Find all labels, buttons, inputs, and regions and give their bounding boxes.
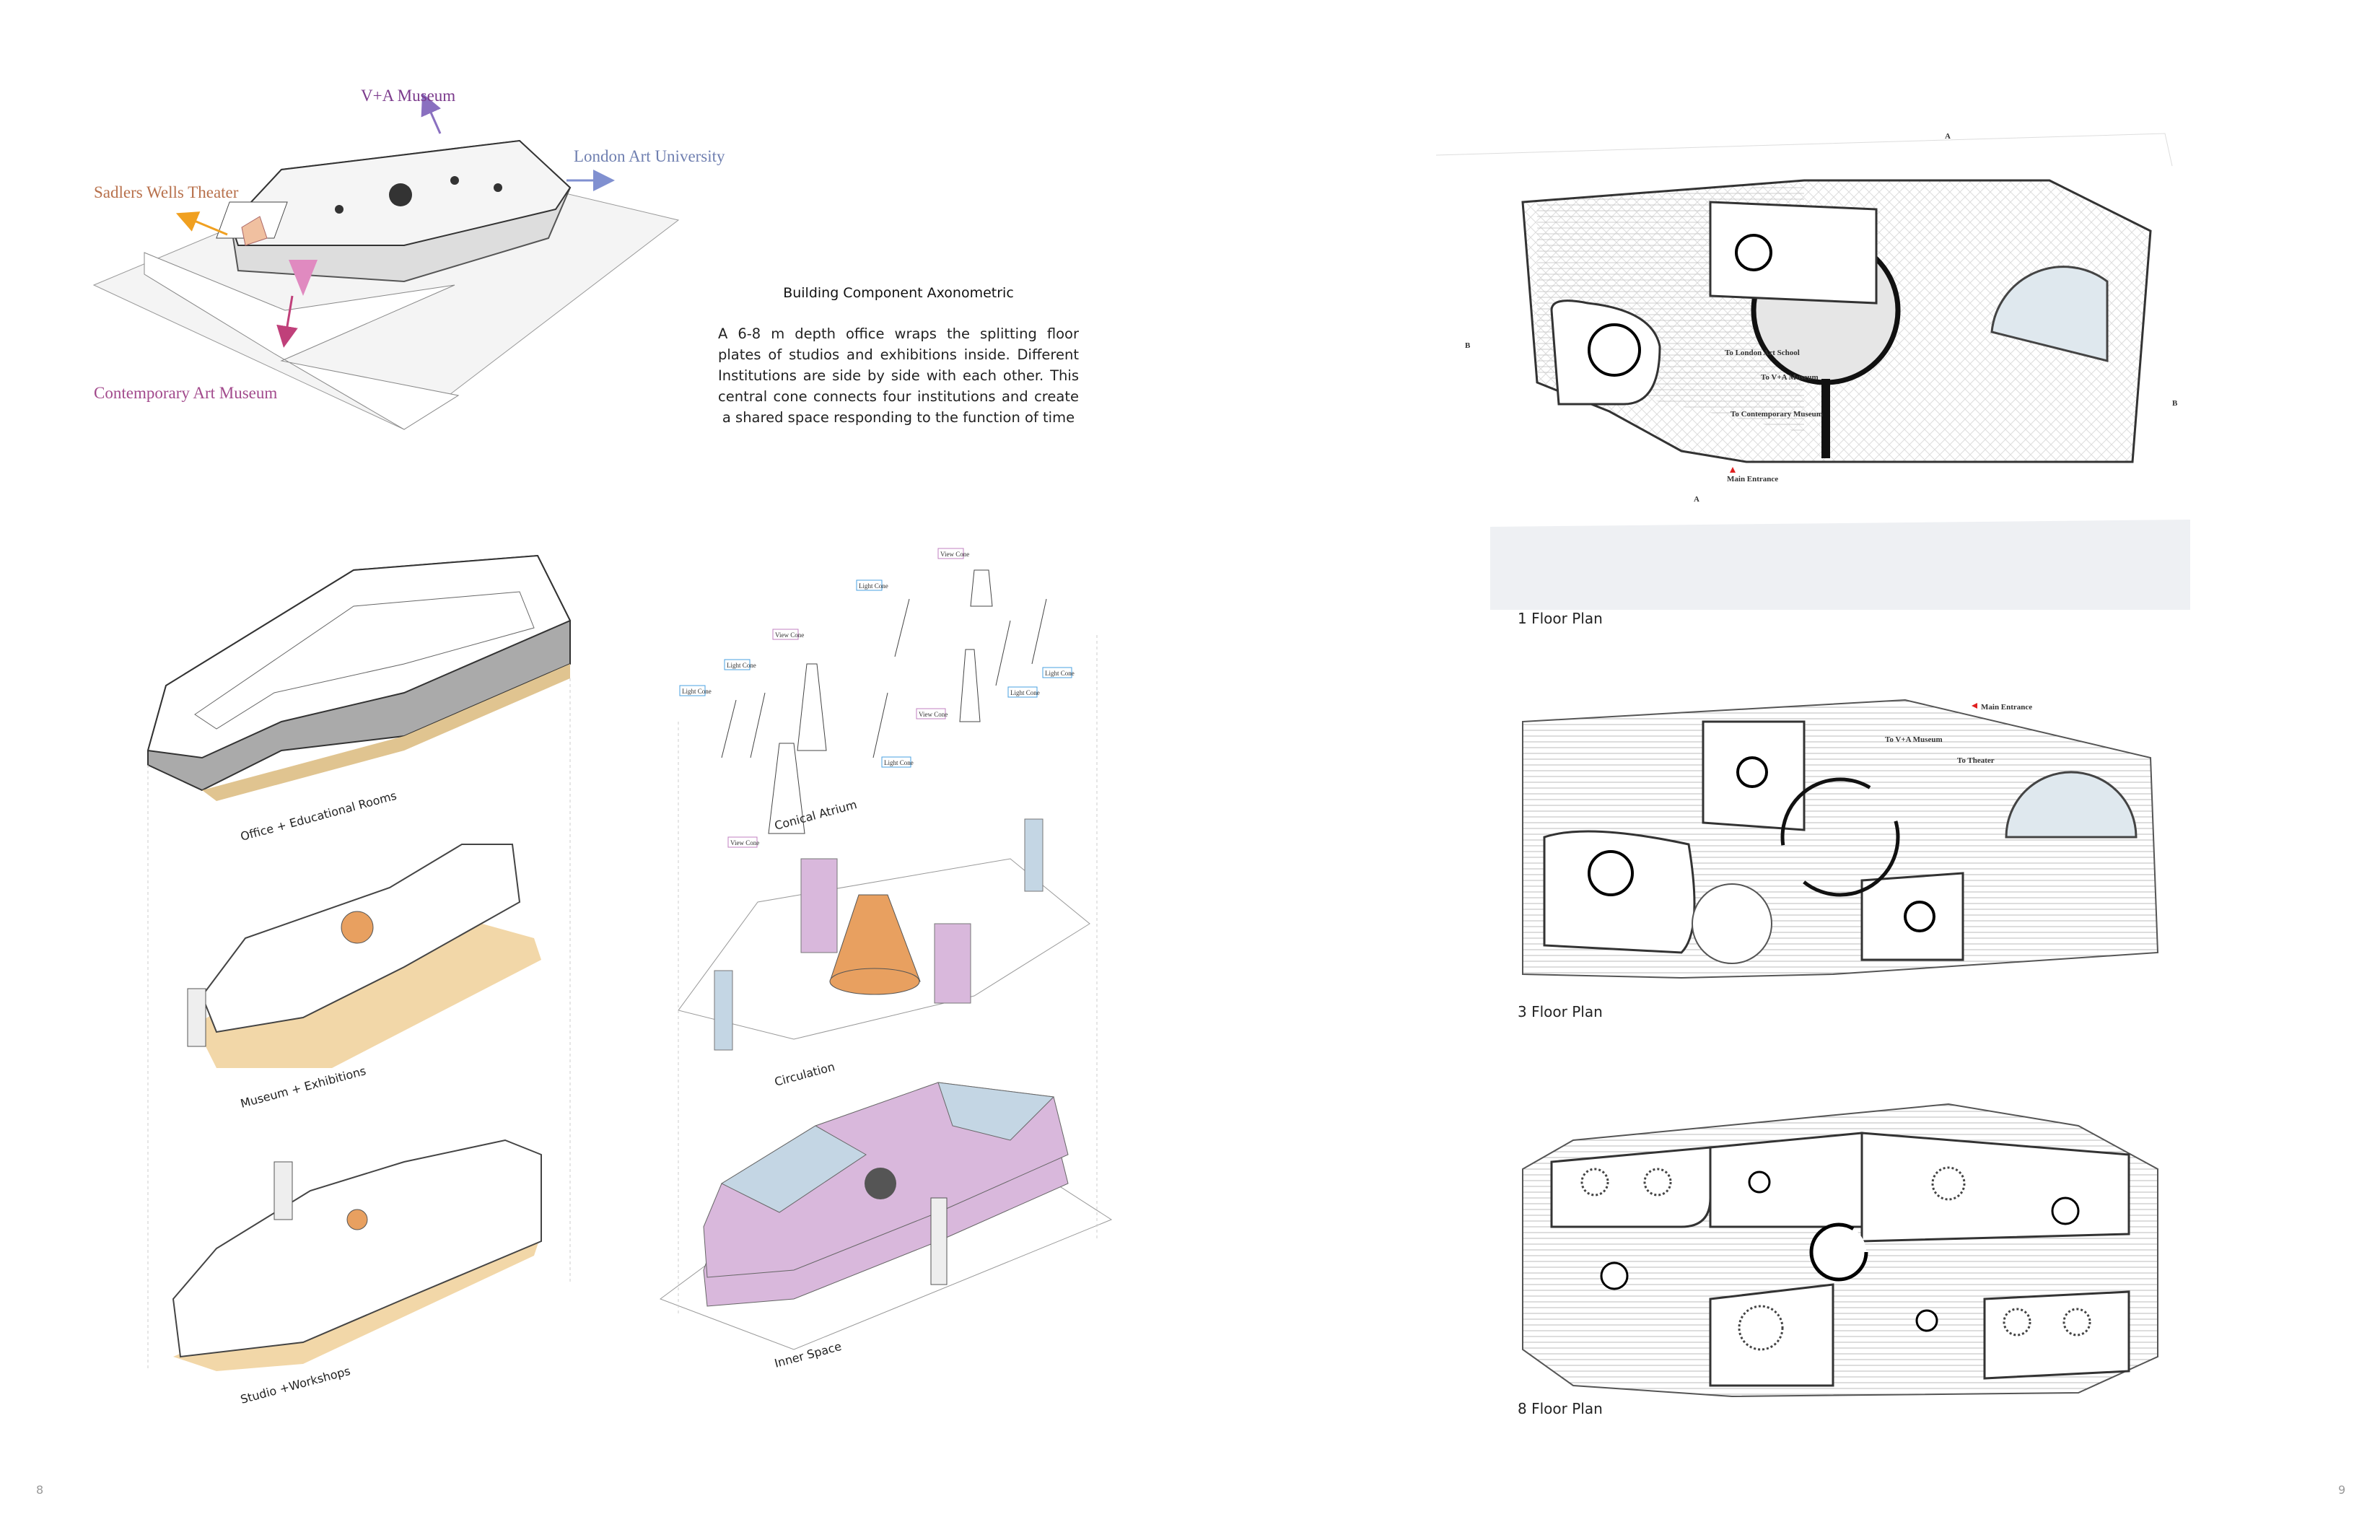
plan8-title: 8 Floor Plan xyxy=(1518,1400,1603,1417)
plan1-to-contemporary-museum: To Contemporary Museum xyxy=(1731,410,1823,419)
axo-studio xyxy=(172,1139,542,1371)
axo-museum xyxy=(187,844,541,1068)
section-mark-b-right: B xyxy=(2172,399,2178,408)
svg-text:Light Cone: Light Cone xyxy=(1010,689,1040,696)
floor-plan-1 xyxy=(1435,133,2190,610)
caption-studio-workshops: Studio +Workshops xyxy=(239,1364,351,1406)
section-mark-a-top: A xyxy=(1945,132,1951,141)
plan3-to-va-museum: To V+A Museum xyxy=(1885,735,1943,744)
svg-text:View Cone: View Cone xyxy=(940,551,969,558)
caption-museum-exhibitions: Museum + Exhibitions xyxy=(239,1064,367,1111)
plan1-main-entrance: Main Entrance xyxy=(1727,475,1778,484)
section-description: A 6-8 m depth office wraps the splitting… xyxy=(718,325,1079,426)
svg-text:Light Cone: Light Cone xyxy=(859,582,888,590)
axo-office xyxy=(146,554,572,801)
svg-text:View Cone: View Cone xyxy=(775,631,804,639)
plan3-main-entrance: Main Entrance xyxy=(1981,703,2032,712)
label-contemporary-art-museum: Contemporary Art Museum xyxy=(94,384,277,402)
entrance-marker-icon xyxy=(1972,703,1977,709)
label-sadlers-wells: Sadlers Wells Theater xyxy=(94,183,239,201)
label-va-museum: V+A Museum xyxy=(361,87,455,105)
axo-circulation xyxy=(678,818,1090,1051)
plan1-to-london-art-school: To London Art School xyxy=(1725,349,1800,357)
section-title: Building Component Axonometric xyxy=(783,285,1014,301)
caption-circulation: Circulation xyxy=(773,1059,836,1089)
svg-text:View Cone: View Cone xyxy=(730,839,759,846)
site-axonometric xyxy=(92,93,680,430)
entrance-marker-icon xyxy=(1730,467,1736,473)
section-mark-b-left: B xyxy=(1465,341,1471,350)
svg-text:Light Cone: Light Cone xyxy=(1045,670,1075,677)
label-london-art-university: London Art University xyxy=(574,147,725,165)
caption-conical-atrium: Conical Atrium xyxy=(773,797,858,833)
svg-text:Light Cone: Light Cone xyxy=(682,688,712,695)
plan3-to-theater: To Theater xyxy=(1957,756,1995,765)
floor-plan-8 xyxy=(1522,1103,2158,1398)
plan1-title: 1 Floor Plan xyxy=(1518,610,1603,627)
floor-plan-3 xyxy=(1522,699,2159,979)
plan3-title: 3 Floor Plan xyxy=(1518,1003,1603,1020)
axo-inner-space xyxy=(659,1082,1113,1350)
page-number-left: 8 xyxy=(36,1483,44,1497)
section-mark-a-bottom: A xyxy=(1694,495,1699,504)
caption-office-educational: Office + Educational Rooms xyxy=(239,789,398,844)
cone-tags: View Cone Light Cone View Cone Light Con… xyxy=(679,548,1075,848)
svg-text:Light Cone: Light Cone xyxy=(884,759,914,766)
svg-text:View Cone: View Cone xyxy=(919,711,948,718)
page-number-right: 9 xyxy=(2338,1483,2346,1497)
axo-cones xyxy=(721,569,1047,834)
plan1-to-va-museum: To V+A Museum xyxy=(1761,373,1819,382)
svg-text:Light Cone: Light Cone xyxy=(727,662,756,669)
